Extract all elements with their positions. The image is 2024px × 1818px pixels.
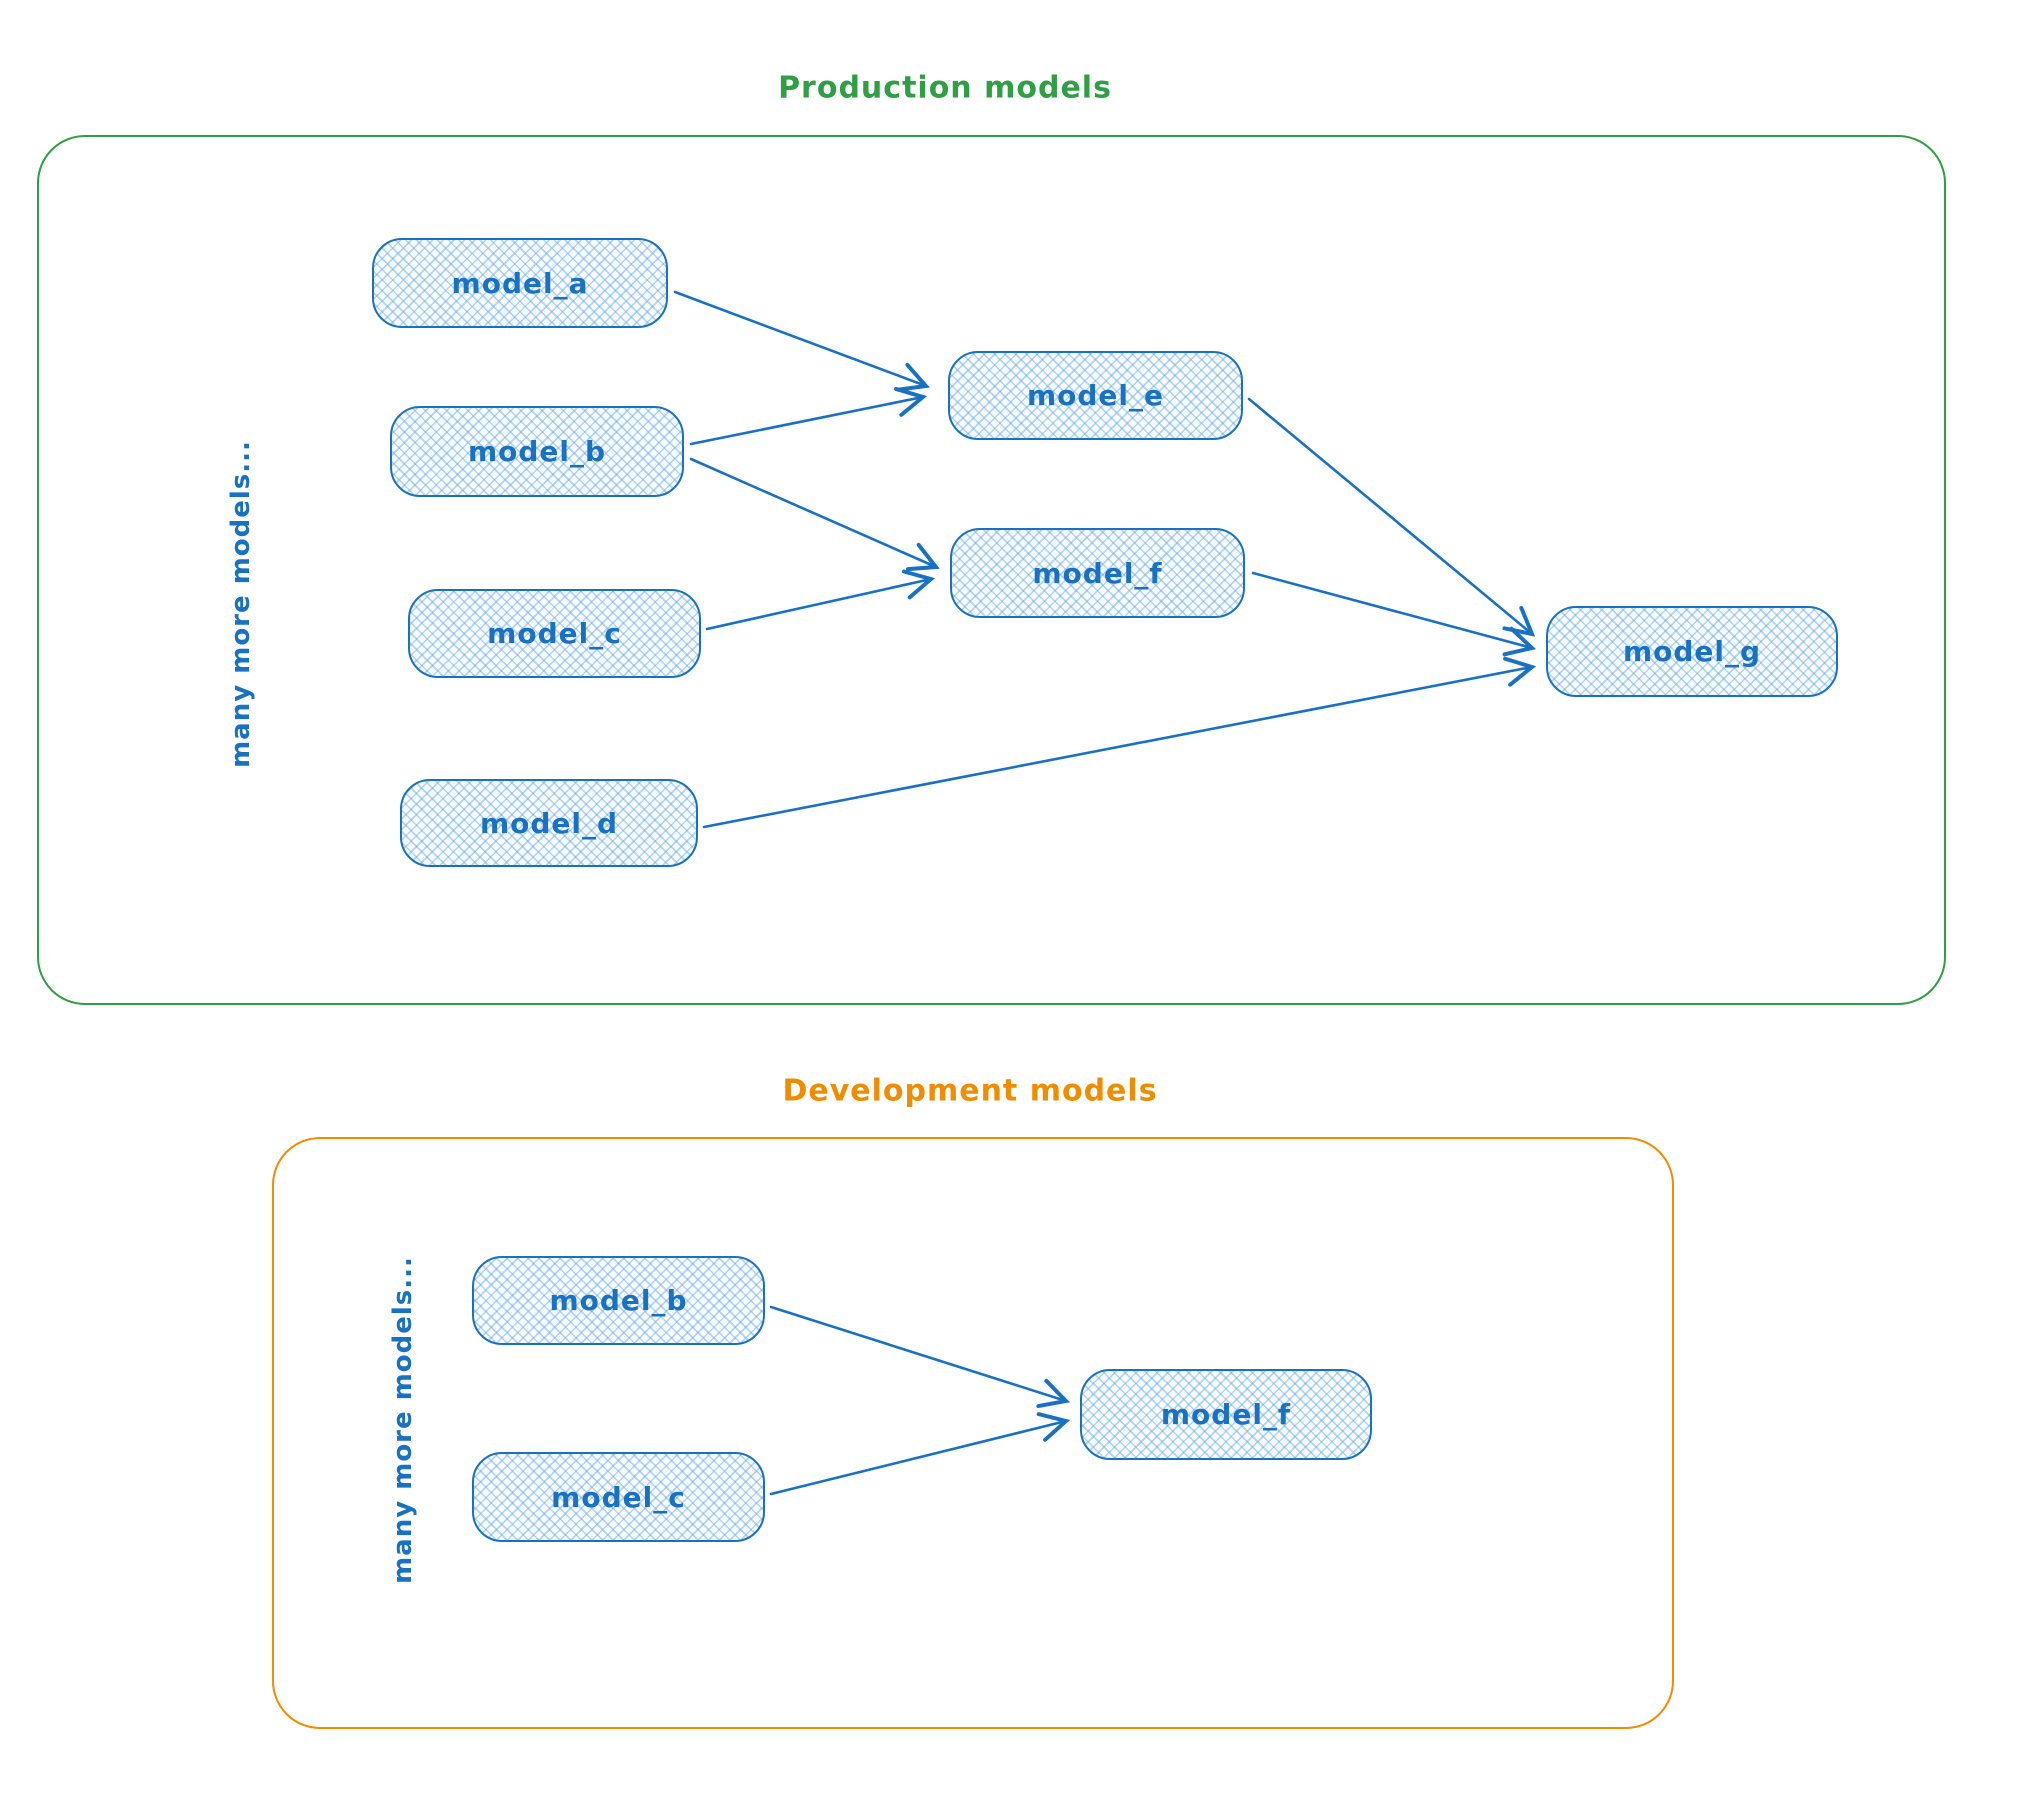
node-development-model-f[interactable]: model_f <box>1080 1369 1372 1460</box>
development-many-more-models-label: many more models... <box>388 1256 418 1584</box>
node-label: model_e <box>1026 379 1165 412</box>
node-label: model_c <box>487 617 622 650</box>
node-label: model_c <box>551 1480 686 1514</box>
node-production-model-g[interactable]: model_g <box>1546 606 1838 697</box>
node-production-model-a[interactable]: model_a <box>372 238 668 328</box>
node-label: model_g <box>1622 635 1762 668</box>
development-frame[interactable] <box>272 1137 1674 1729</box>
development-section-title: Development models <box>782 1073 1158 1109</box>
node-production-model-e[interactable]: model_e <box>948 351 1243 440</box>
node-development-model-b[interactable]: model_b <box>472 1256 765 1345</box>
production-frame[interactable] <box>37 135 1946 1005</box>
node-development-model-c[interactable]: model_c <box>472 1452 765 1542</box>
production-section-title: Production models <box>778 70 1112 106</box>
node-label: model_a <box>451 266 589 300</box>
production-many-more-models-label: many more models... <box>226 440 256 768</box>
node-label: model_f <box>1032 556 1163 590</box>
node-production-model-b[interactable]: model_b <box>390 406 684 497</box>
node-production-model-d[interactable]: model_d <box>400 779 698 867</box>
node-production-model-c[interactable]: model_c <box>408 589 701 678</box>
node-label: model_b <box>549 1284 688 1317</box>
node-production-model-f[interactable]: model_f <box>950 528 1245 618</box>
node-label: model_d <box>479 806 619 840</box>
node-label: model_b <box>467 435 607 468</box>
node-label: model_f <box>1160 1398 1292 1431</box>
